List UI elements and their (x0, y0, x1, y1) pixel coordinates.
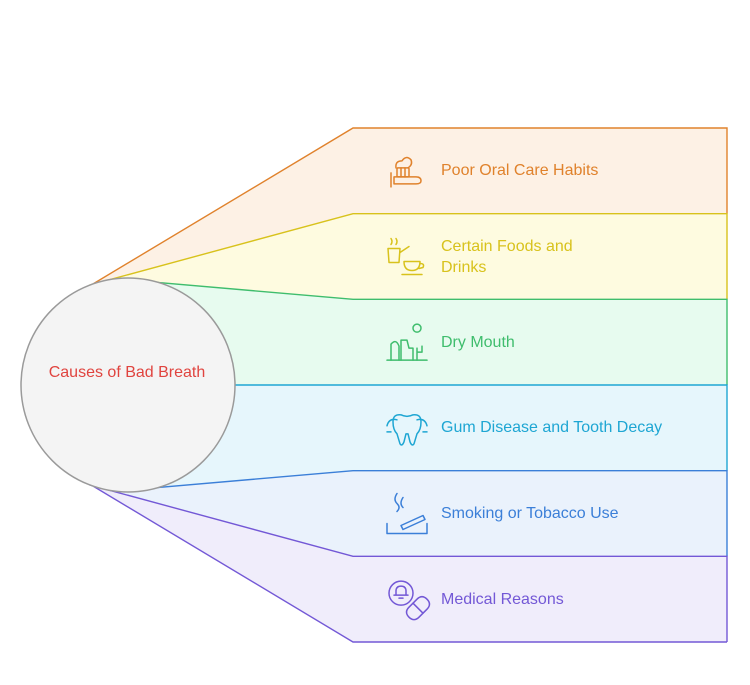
center-circle (20, 277, 236, 493)
tooth-icon (386, 413, 428, 446)
coffee-icon (387, 237, 425, 276)
band-5 (55, 463, 727, 642)
cigarette-icon (386, 492, 428, 535)
band-4 (89, 470, 727, 557)
band-outline-0 (54, 127, 728, 308)
item-label-gum-disease: Gum Disease and Tooth Decay (441, 419, 663, 437)
connector-layer (54, 127, 728, 643)
icon-layer (386, 156, 431, 621)
item-label-foods-drinks: Certain Foods and Drinks (441, 237, 573, 276)
band-outline-3 (235, 384, 728, 471)
medical-pill-icon (388, 580, 431, 621)
center-label: Causes of Bad Breath (48, 364, 206, 381)
band-outline-1 (89, 212, 728, 300)
band-outline-5 (89, 484, 728, 642)
band-1 (89, 213, 727, 300)
band-2 (114, 278, 728, 385)
item-label-poor-oral-care: Poor Oral Care Habits (441, 162, 599, 180)
desert-icon (386, 323, 428, 361)
band-layer (55, 128, 728, 642)
item-label-medical: Medical Reasons (441, 590, 564, 608)
band-outline-2 (114, 278, 728, 385)
toothbrush-icon (390, 156, 422, 188)
item-label-smoking: Smoking or Tobacco Use (441, 505, 619, 522)
band-0 (55, 128, 727, 307)
band-outline-4 (114, 469, 728, 557)
band-outline-bottom (54, 462, 727, 643)
item-label-dry-mouth: Dry Mouth (441, 333, 515, 351)
band-3 (114, 385, 728, 492)
